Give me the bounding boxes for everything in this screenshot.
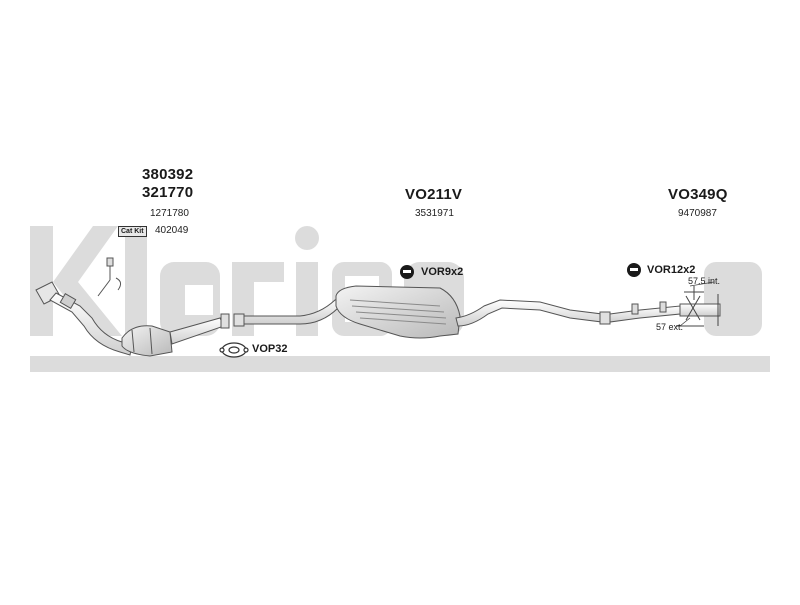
rubber-mount-icon-mid [400, 265, 414, 279]
catalytic-converter [121, 313, 230, 357]
rubber-mount-icon-rear [627, 263, 641, 277]
rubber-mount-label-rear: VOR12x2 [647, 264, 696, 276]
middle-section [233, 285, 611, 339]
brand-underline-bar [30, 356, 770, 372]
rubber-mount-label-mid: VOR9x2 [421, 266, 464, 278]
part-code-rear: VO349Q [668, 186, 728, 203]
lambda-sensor [97, 257, 122, 297]
part-ref-mid: 3531971 [415, 208, 454, 219]
part-ref-front: 1271780 [150, 208, 189, 219]
dimension-leader-ext [679, 317, 691, 327]
catkit-badge: Cat Kit [118, 226, 147, 237]
part-code-mid: VO211V [405, 186, 463, 203]
gasket-icon [219, 342, 249, 358]
dimension-int-label: 57.5 int. [688, 276, 721, 286]
rear-section [609, 286, 721, 327]
dimension-leader-int [689, 281, 715, 287]
dimension-ext-label: 57 ext. [656, 322, 684, 332]
front-pipe [35, 281, 133, 356]
part-code-front-a: 380392 [142, 166, 194, 183]
catkit-code: 402049 [155, 225, 189, 236]
gasket-label: VOP32 [252, 343, 288, 355]
part-ref-rear: 9470987 [678, 208, 717, 219]
part-code-front-b: 321770 [142, 184, 194, 201]
